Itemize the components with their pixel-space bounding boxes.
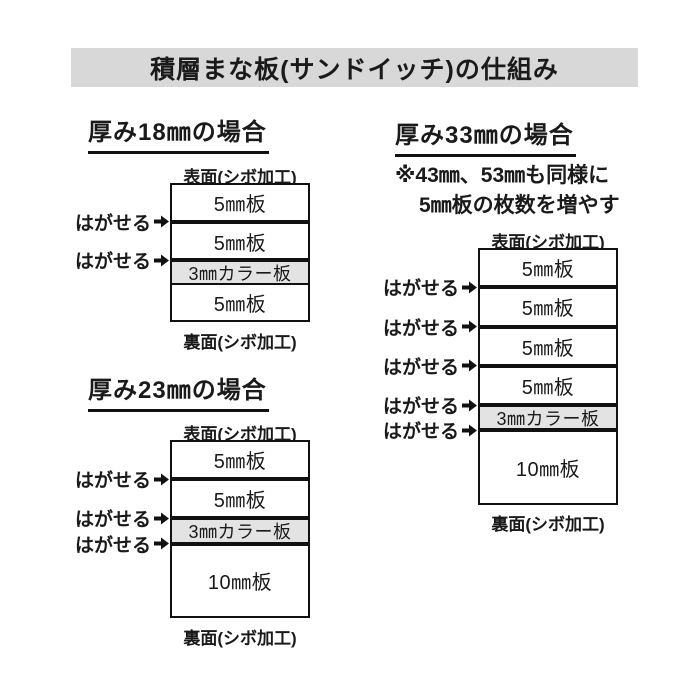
peel-label: はがせる	[75, 208, 170, 235]
right-arrow-icon	[462, 399, 477, 412]
peel-separator	[480, 403, 616, 408]
peel-text: はがせる	[74, 251, 151, 273]
back-surface-label: 裏面(シボ加工)	[491, 515, 605, 534]
peel-label: はがせる	[75, 466, 170, 493]
peel-separator	[172, 477, 308, 482]
peel-text: はがせる	[382, 278, 459, 300]
right-arrow-icon	[154, 254, 169, 267]
peel-text: はがせる	[382, 318, 459, 340]
layer-label: 3㎜カラー板	[188, 521, 292, 542]
layer-stack-33mm: 5㎜板 5㎜板 5㎜板 5㎜板 3㎜カラー板 10㎜板	[478, 248, 618, 505]
layer-label: 5㎜板	[213, 490, 267, 513]
peel-separator	[480, 363, 616, 368]
back-surface-label: 裏面(シボ加工)	[183, 333, 297, 352]
peel-label: はがせる	[383, 274, 478, 301]
layer-label: 5㎜板	[521, 337, 575, 360]
right-arrow-icon	[462, 281, 477, 294]
front-surface-label: 表面(シボ加工)	[183, 168, 297, 187]
board-layer: 5㎜板	[172, 285, 308, 320]
peel-separator	[172, 516, 308, 521]
diagram-33mm-heading: 厚み33㎜の場合	[395, 115, 576, 157]
peel-label: はがせる	[383, 392, 478, 419]
board-layer: 10㎜板	[172, 546, 308, 616]
layer-label: 5㎜板	[213, 451, 267, 474]
page-title-text: 積層まな板(サンドイッチ)の仕組み	[150, 55, 559, 84]
board-layer: 5㎜板	[172, 224, 308, 259]
diagram-23mm-heading: 厚み23㎜の場合	[88, 370, 269, 412]
note-line-1: ※43㎜、53㎜も同様に	[395, 164, 610, 187]
layer-label: 5㎜板	[213, 294, 267, 317]
peel-text: はがせる	[74, 509, 151, 531]
page-title: 積層まな板(サンドイッチ)の仕組み	[71, 48, 638, 87]
peel-separator	[480, 428, 616, 433]
board-layer: 5㎜板	[172, 185, 308, 220]
board-layer: 10㎜板	[480, 432, 616, 503]
board-layer: 5㎜板	[480, 368, 616, 403]
color-board-layer: 3㎜カラー板	[480, 407, 616, 429]
layer-label: 10㎜板	[515, 459, 581, 482]
board-layer: 5㎜板	[172, 481, 308, 516]
board-layer: 5㎜板	[480, 329, 616, 364]
layer-label: 10㎜板	[207, 572, 273, 595]
board-layer: 5㎜板	[172, 442, 308, 477]
peel-label: はがせる	[75, 247, 170, 274]
peel-text: はがせる	[382, 396, 459, 418]
front-surface-label: 表面(シボ加工)	[183, 425, 297, 444]
peel-separator	[172, 541, 308, 546]
peel-separator	[172, 219, 308, 224]
layer-label: 3㎜カラー板	[188, 263, 292, 284]
right-arrow-icon	[462, 424, 477, 437]
back-surface-label: 裏面(シボ加工)	[183, 629, 297, 648]
diagram-18mm-heading: 厚み18㎜の場合	[88, 112, 269, 154]
front-surface-label: 表面(シボ加工)	[491, 233, 605, 252]
fixed-separator	[172, 283, 308, 286]
board-layer: 5㎜板	[480, 250, 616, 285]
peel-text: はがせる	[74, 535, 151, 557]
layer-stack-23mm: 5㎜板 5㎜板 3㎜カラー板 10㎜板	[170, 440, 310, 618]
peel-label: はがせる	[75, 505, 170, 532]
peel-label: はがせる	[75, 530, 170, 557]
diagram-33mm-note: ※43㎜、53㎜も同様に 5㎜板の枚数を増やす	[395, 161, 620, 221]
color-board-layer: 3㎜カラー板	[172, 262, 308, 284]
peel-label: はがせる	[383, 313, 478, 340]
peel-separator	[172, 258, 308, 263]
peel-separator	[480, 324, 616, 329]
peel-text: はがせる	[382, 421, 459, 443]
peel-label: はがせる	[383, 352, 478, 379]
layer-stack-18mm: 5㎜板 5㎜板 3㎜カラー板 5㎜板	[170, 183, 310, 322]
peel-text: はがせる	[74, 213, 151, 235]
right-arrow-icon	[154, 473, 169, 486]
right-arrow-icon	[462, 320, 477, 333]
layer-label: 5㎜板	[213, 232, 267, 255]
layer-label: 5㎜板	[521, 298, 575, 321]
note-line-2: 5㎜板の枚数を増やす	[419, 193, 620, 217]
layer-label: 3㎜カラー板	[496, 408, 600, 429]
peel-label: はがせる	[383, 417, 478, 444]
right-arrow-icon	[462, 359, 477, 372]
layer-label: 5㎜板	[213, 193, 267, 216]
board-layer: 5㎜板	[480, 289, 616, 324]
peel-text: はがせる	[74, 470, 151, 492]
right-arrow-icon	[154, 512, 169, 525]
color-board-layer: 3㎜カラー板	[172, 520, 308, 542]
right-arrow-icon	[154, 215, 169, 228]
peel-separator	[480, 285, 616, 290]
peel-text: はがせる	[382, 357, 459, 379]
layer-label: 5㎜板	[521, 259, 575, 282]
right-arrow-icon	[154, 537, 169, 550]
layer-label: 5㎜板	[521, 377, 575, 400]
